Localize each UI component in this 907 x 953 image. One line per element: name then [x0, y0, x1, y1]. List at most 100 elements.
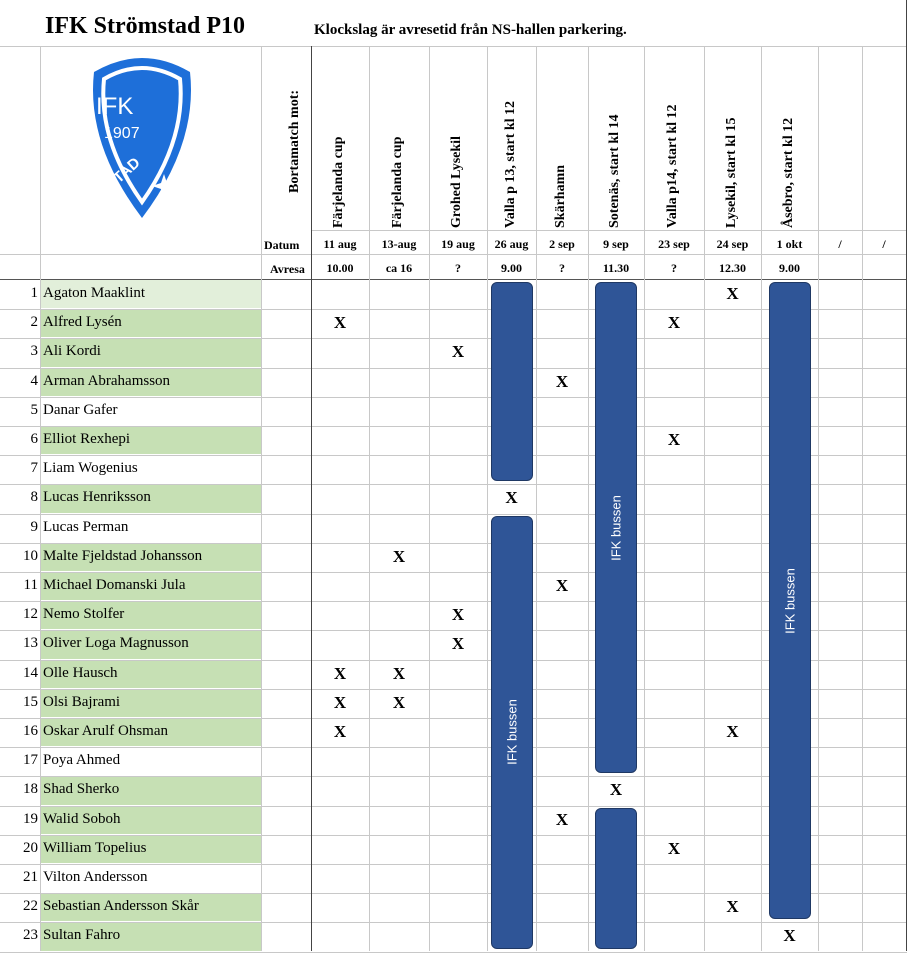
player-number: 3 [30, 343, 39, 360]
name-cell-shade [41, 426, 261, 455]
name-cell-shade [41, 776, 261, 805]
player-number: 10 [23, 547, 38, 564]
match-opponent: Skärhamn [553, 164, 568, 228]
bus-bar: IFK bussen [768, 282, 811, 920]
attendance-mark: X [392, 546, 406, 566]
name-cell-shade [41, 309, 261, 338]
grid-line [818, 46, 819, 951]
grid-line [0, 338, 907, 340]
grid-line [0, 630, 907, 632]
match-date: 1 okt [776, 237, 803, 251]
name-cell-shade [41, 338, 261, 367]
logo-text-year: 1907 [104, 125, 140, 142]
grid-line [0, 513, 907, 515]
attendance-mark: X [333, 313, 347, 333]
grid-line [862, 46, 863, 951]
name-cell-shade [41, 834, 261, 863]
player-name: Malte Fjeldstad Johansson [43, 547, 203, 564]
attendance-mark: X [451, 605, 465, 625]
player-number: 5 [30, 401, 39, 418]
match-departure: 11.30 [602, 261, 630, 275]
attendance-mark: X [333, 722, 347, 741]
grid-line [0, 776, 907, 778]
match-opponent: Färjelanda cup [390, 136, 405, 228]
grid-line [536, 46, 537, 951]
player-number: 17 [23, 752, 38, 769]
player-name: Lucas Perman [43, 518, 129, 535]
attendance-mark: X [451, 634, 465, 654]
match-date: 23 sep [658, 237, 690, 251]
match-opponent: Sotenäs, start kl 14 [607, 114, 622, 228]
grid-line [261, 46, 262, 951]
match-departure: ? [559, 261, 565, 275]
player-number: 1 [30, 285, 39, 301]
match-opponent: Grohed Lysekil [449, 136, 464, 228]
match-date: 13-aug [381, 237, 417, 251]
name-cell-shade [41, 542, 261, 571]
match-departure: ? [455, 261, 461, 275]
grid-line [0, 367, 907, 369]
attendance-mark: X [667, 838, 681, 858]
grid-line [704, 46, 705, 951]
player-name: Oskar Arulf Ohsman [43, 723, 168, 739]
grid-line [311, 46, 312, 951]
player-number: 9 [30, 518, 39, 535]
grid-line [487, 46, 488, 951]
match-date: 26 aug [494, 237, 529, 251]
grid-line [0, 279, 907, 280]
name-cell-shade [41, 718, 261, 747]
player-number: 18 [23, 781, 38, 798]
player-name: Sultan Fahro [43, 927, 121, 944]
page-title: IFK Strömstad P10 [45, 13, 245, 39]
player-name: Oliver Loga Magnusson [43, 635, 189, 652]
name-cell-shade [41, 893, 261, 922]
name-cell-shade [41, 280, 261, 309]
match-date: 11 aug [323, 237, 357, 251]
player-name: William Topelius [43, 839, 147, 856]
attendance-mark: X [333, 692, 347, 712]
player-name: Olle Hausch [43, 664, 118, 681]
attendance-mark: X [555, 371, 569, 391]
grid-line [644, 46, 645, 951]
attendance-mark: X [609, 780, 623, 800]
attendance-mark: X [505, 488, 518, 508]
attendance-mark: X [392, 692, 406, 712]
player-name: Michael Domanski Jula [43, 577, 186, 593]
name-cell-shade [41, 367, 261, 396]
attendance-mark: X [555, 809, 569, 829]
player-name: Nemo Stolfer [43, 606, 125, 623]
name-cell-shade [41, 922, 261, 951]
grid-line [369, 46, 370, 951]
match-departure: 9.00 [501, 261, 522, 275]
player-name: Walid Soboh [43, 810, 121, 827]
bus-label: IFK bussen [782, 567, 797, 634]
match-departure: ? [671, 261, 677, 275]
match-date: 9 sep [603, 237, 629, 251]
match-date: 2 sep [549, 237, 575, 251]
player-name: Olsi Bajrami [43, 693, 121, 710]
match-opponent: Valla p14, start kl 12 [665, 104, 680, 228]
attendance-mark: X [726, 897, 739, 917]
date-row-label: Datum [264, 238, 300, 252]
player-name: Sebastian Andersson Skår [43, 898, 199, 915]
match-departure: 10.00 [326, 261, 354, 275]
name-cell-shade [41, 484, 261, 513]
bus-bar [490, 282, 533, 482]
grid-line [0, 834, 907, 836]
match-opponent: Åsebro, start kl 12 [780, 117, 796, 228]
player-number: 2 [30, 314, 39, 331]
grid-line [0, 396, 907, 398]
attendance-mark: X [726, 284, 739, 303]
bus-label: IFK bussen [608, 494, 624, 561]
player-number: 6 [30, 431, 39, 447]
player-name: Poya Ahmed [43, 752, 121, 769]
attendance-mark: X [726, 722, 739, 741]
bus-bar: IFK bussen [490, 515, 533, 949]
player-number: 16 [23, 723, 38, 739]
player-name: Arman Abrahamsson [43, 372, 171, 389]
grid-line [0, 455, 907, 457]
grid-line [0, 864, 907, 865]
grid-line [0, 542, 907, 544]
name-cell-shade [41, 572, 261, 601]
attendance-mark: X [392, 663, 406, 683]
